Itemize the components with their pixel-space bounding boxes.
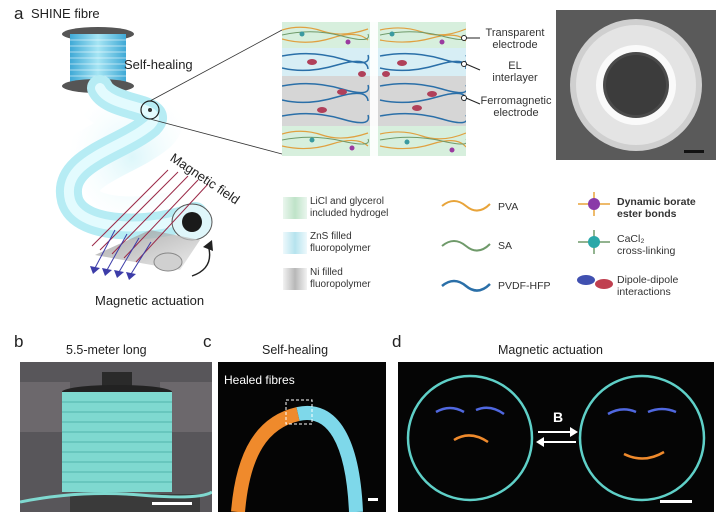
panel-c-letter: c [203, 332, 212, 351]
legend-sa: SA [498, 240, 513, 252]
legend-pva: PVA [498, 201, 519, 213]
panel-b-title: 5.5-meter long [66, 343, 147, 357]
layer-leader-lines [461, 35, 481, 105]
fibre-illustration [39, 27, 283, 280]
spool-photo [20, 362, 212, 512]
zns-swatch [283, 232, 307, 254]
healed-fibres-label: Healed fibres [224, 373, 295, 387]
shine-fibre-label: SHINE fibre [31, 6, 100, 21]
legend-polymer-glyphs [441, 200, 491, 292]
legend-pvdf: PVDF-HFP [498, 280, 551, 292]
ni-swatch [283, 268, 307, 290]
layer-schematic [282, 22, 466, 156]
legend-bond-glyphs [577, 192, 613, 289]
field-symbol: B [553, 409, 564, 425]
actuation-photo [398, 362, 714, 512]
panel-d-title: Magnetic actuation [498, 343, 603, 357]
panel-a-letter: a [14, 4, 24, 23]
healed-fibre-photo [218, 362, 386, 512]
hydrogel-swatch [283, 197, 307, 219]
panel-d-letter: d [392, 332, 402, 351]
panel-c-title: Self-healing [262, 343, 329, 357]
self-healing-label: Self-healing [124, 57, 193, 72]
panel-b-letter: b [14, 332, 24, 351]
cross-section-micrograph [556, 10, 716, 160]
magnetic-actuation-label: Magnetic actuation [95, 293, 205, 308]
